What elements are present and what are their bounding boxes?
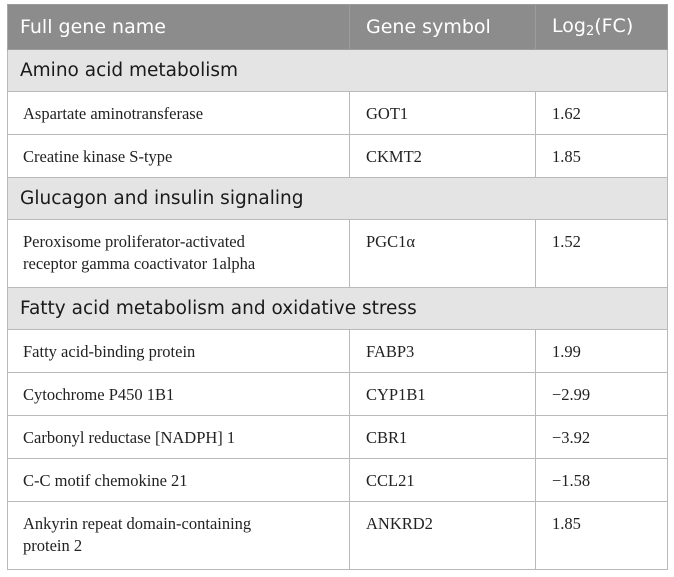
group-title: Amino acid metabolism <box>7 49 668 92</box>
gene-symbol-cell: ANKRD2 <box>349 501 536 570</box>
gene-symbol-cell: PGC1α <box>349 219 536 288</box>
group-header-row: Fatty acid metabolism and oxidative stre… <box>7 287 668 330</box>
table-row: C-C motif chemokine 21 CCL21 −1.58 <box>7 458 668 502</box>
gene-symbol-cell: CYP1B1 <box>349 372 536 416</box>
gene-name-cell: C-C motif chemokine 21 <box>7 458 350 502</box>
gene-name-cell: Peroxisome proliferator-activated recepto… <box>7 219 350 288</box>
gene-name-line: receptor gamma coactivator 1alpha <box>23 254 256 273</box>
gene-name-cell: Fatty acid-binding protein <box>7 329 350 373</box>
gene-name-line: protein 2 <box>23 536 83 555</box>
gene-name-cell: Creatine kinase S-type <box>7 134 350 178</box>
gene-name-line: Peroxisome proliferator-activated <box>23 232 245 251</box>
header-log2fc-subscript: 2 <box>585 24 595 39</box>
log2fc-cell: −2.99 <box>535 372 668 416</box>
gene-name-line: Ankyrin repeat domain-containing <box>23 514 252 533</box>
gene-name-cell: Cytochrome P450 1B1 <box>7 372 350 416</box>
header-log2fc: Log2(FC) <box>535 4 668 50</box>
table-row: Cytochrome P450 1B1 CYP1B1 −2.99 <box>7 372 668 416</box>
header-gene-symbol: Gene symbol <box>349 4 536 50</box>
log2fc-cell: −1.58 <box>535 458 668 502</box>
table-row: Creatine kinase S-type CKMT2 1.85 <box>7 134 668 178</box>
gene-symbol-cell: GOT1 <box>349 91 536 135</box>
header-log2fc-base: Log <box>552 15 586 37</box>
log2fc-cell: 1.62 <box>535 91 668 135</box>
table-row: Carbonyl reductase [NADPH] 1 CBR1 −3.92 <box>7 415 668 459</box>
gene-name-cell: Carbonyl reductase [NADPH] 1 <box>7 415 350 459</box>
group-header-row: Glucagon and insulin signaling <box>7 177 668 220</box>
gene-name-cell: Aspartate aminotransferase <box>7 91 350 135</box>
log2fc-cell: 1.85 <box>535 134 668 178</box>
header-full-gene-name: Full gene name <box>7 4 350 50</box>
group-header-row: Amino acid metabolism <box>7 49 668 92</box>
table-header-row: Full gene name Gene symbol Log2(FC) <box>7 4 668 50</box>
group-title: Glucagon and insulin signaling <box>7 177 668 220</box>
gene-expression-table: Full gene name Gene symbol Log2(FC) Amin… <box>7 4 668 570</box>
gene-symbol-cell: CKMT2 <box>349 134 536 178</box>
group-title: Fatty acid metabolism and oxidative stre… <box>7 287 668 330</box>
gene-symbol-cell: CCL21 <box>349 458 536 502</box>
log2fc-cell: 1.99 <box>535 329 668 373</box>
table-row: Ankyrin repeat domain-containing protein … <box>7 501 668 570</box>
gene-symbol-cell: FABP3 <box>349 329 536 373</box>
table-row: Peroxisome proliferator-activated recepto… <box>7 219 668 288</box>
log2fc-cell: 1.85 <box>535 501 668 570</box>
log2fc-cell: 1.52 <box>535 219 668 288</box>
log2fc-cell: −3.92 <box>535 415 668 459</box>
table-row: Aspartate aminotransferase GOT1 1.62 <box>7 91 668 135</box>
gene-name-cell: Ankyrin repeat domain-containing protein … <box>7 501 350 570</box>
header-log2fc-tail: (FC) <box>594 15 634 37</box>
gene-symbol-cell: CBR1 <box>349 415 536 459</box>
table-row: Fatty acid-binding protein FABP3 1.99 <box>7 329 668 373</box>
